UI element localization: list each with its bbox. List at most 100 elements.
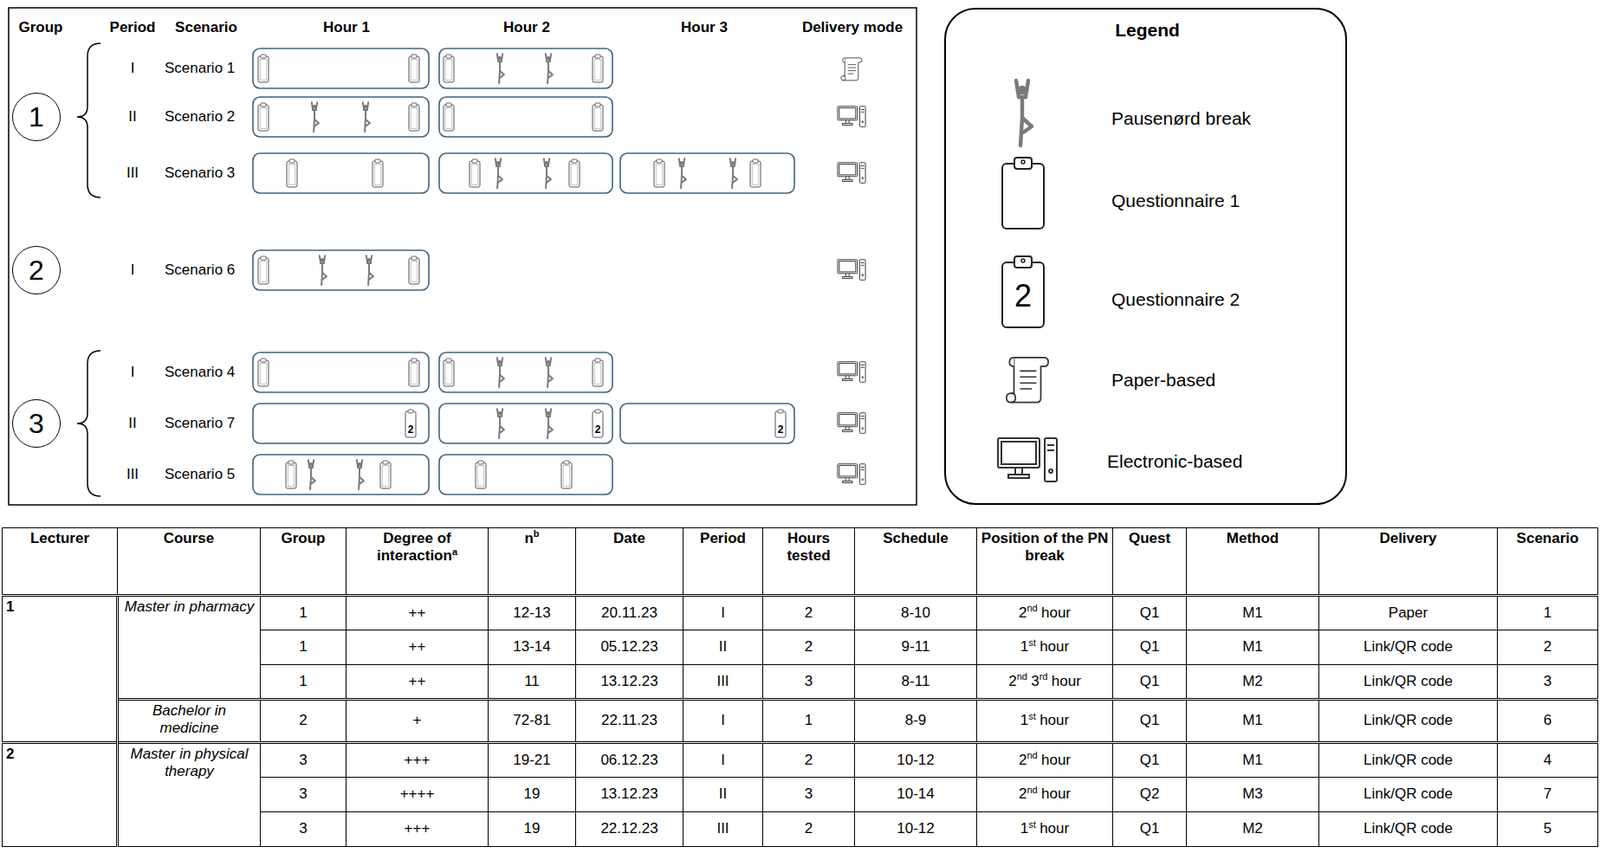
cell-text: Scenario: [1516, 530, 1580, 547]
header-cell: Quest: [1113, 528, 1187, 596]
cell-text: I: [720, 712, 726, 729]
table-cell: 06.12.23: [576, 743, 684, 778]
table-cell: Q1: [1113, 812, 1187, 848]
cell-text: 2: [804, 751, 813, 769]
break-icon: [497, 53, 505, 84]
table-cell: 6: [1497, 699, 1599, 744]
questionnaire-icon: [380, 460, 391, 489]
hour-box: [252, 153, 429, 194]
computer-icon: [837, 464, 866, 486]
computer-icon: [837, 362, 866, 383]
period-numeral: I: [130, 59, 136, 78]
cell-text: Link/QR code: [1363, 820, 1453, 837]
group-circle: 2: [12, 246, 61, 295]
questionnaire2-icon: [775, 409, 786, 438]
superscript: a: [452, 546, 458, 558]
header-cell: Hours tested: [763, 528, 856, 596]
legend-title: Legend: [1114, 19, 1180, 41]
table-cell: 2: [2, 743, 118, 848]
paper-icon: [841, 58, 862, 81]
superscript: b: [533, 528, 540, 539]
cell-text: 13-14: [512, 638, 551, 655]
break-icon: [366, 255, 374, 286]
legend-label: Questionnaire 2: [1111, 289, 1240, 311]
table-cell: 3: [763, 777, 856, 813]
table-cell: 20.11.23: [576, 595, 684, 631]
cell-text: +: [413, 712, 422, 729]
cell-text: +++: [404, 820, 431, 837]
legend-label: Questionnaire 1: [1111, 190, 1240, 212]
computer-icon: [837, 259, 866, 281]
table-cell: 3: [260, 777, 347, 813]
break-icon: [497, 357, 505, 388]
table-cell: 72-81: [488, 699, 577, 744]
cell-text: M1: [1242, 751, 1264, 769]
table-cell: 19: [488, 812, 577, 848]
group-circle: 1: [12, 92, 61, 142]
table-cell: M2: [1186, 812, 1320, 848]
questionnaire-icon: [592, 103, 603, 131]
cell-text: Q1: [1140, 673, 1160, 690]
cell-text: Link/QR code: [1363, 712, 1453, 729]
cell-text: M1: [1242, 638, 1264, 655]
table-cell: 3: [260, 812, 347, 848]
cell-text: I: [720, 604, 726, 622]
table-cell: I: [683, 595, 764, 631]
header-cell: Lecturer: [2, 528, 118, 596]
table-cell: Master in pharmacy: [117, 595, 261, 700]
table-cell: M1: [1186, 630, 1320, 666]
cell-text: 1: [6, 598, 14, 616]
questionnaire-number: 2: [1014, 280, 1032, 312]
cell-text: 3: [298, 785, 307, 803]
cell-text: 13.12.23: [600, 673, 658, 690]
table-row: 3++++1913.12.23II310-142ndhourQ2M3Link/Q…: [2, 777, 1599, 813]
group-circle: 3: [12, 399, 61, 448]
cell-text: II: [719, 785, 727, 803]
break-icon: [362, 102, 370, 132]
table-cell: 12-13: [488, 595, 577, 631]
questionnaire2-icon: [1002, 256, 1044, 328]
cell-text: +++: [404, 751, 431, 769]
break-icon: [495, 158, 503, 188]
superscript: st: [1028, 819, 1037, 830]
questionnaire2-icon: [405, 409, 416, 438]
table-cell: ++++: [346, 777, 489, 813]
cell-text: 12-13: [512, 604, 551, 622]
table-cell: Bachelor in medicine: [117, 699, 261, 744]
questionnaire2-icon: [592, 409, 603, 438]
table-cell: 2: [763, 743, 856, 778]
cell-text: Course: [163, 530, 215, 547]
table-cell: III: [683, 665, 764, 700]
table-cell: 5: [1497, 812, 1599, 848]
questionnaire-icon: [408, 54, 420, 83]
table-cell: 2: [763, 630, 856, 666]
computer-icon: [837, 106, 866, 128]
table-cell: 1sthour: [977, 699, 1114, 744]
questionnaire-icon: [592, 358, 603, 387]
cell-text: Period: [699, 530, 746, 547]
cell-text: 1: [298, 673, 307, 690]
header-cell: Period: [683, 528, 764, 596]
cell-text: Group: [281, 530, 326, 547]
break-icon: [311, 102, 319, 132]
table-cell: Q1: [1113, 665, 1187, 700]
cell-text: Delivery: [1379, 530, 1437, 547]
table-cell: 7: [1497, 777, 1599, 813]
header-cell: Group: [260, 528, 347, 596]
column-header: Hour 3: [680, 19, 728, 37]
cell-text: ++: [408, 604, 427, 622]
cell-text: Link/QR code: [1363, 638, 1453, 655]
table-cell: 2: [260, 699, 347, 744]
cell-text: ++: [408, 673, 427, 690]
superscript: nd: [1026, 750, 1037, 761]
cell-text: Q1: [1140, 638, 1160, 655]
table-cell: 2ndhour: [977, 595, 1114, 631]
cell-text: 22.11.23: [601, 712, 658, 729]
cell-text: hour: [1041, 604, 1071, 622]
table-cell: 13.12.23: [576, 777, 684, 813]
questionnaire-icon: [258, 358, 269, 387]
questionnaire-icon: [469, 159, 480, 188]
scenario-label: Scenario 3: [164, 164, 235, 182]
cell-text: 4: [1543, 751, 1552, 769]
table-row: LecturerCourseGroupDegree of interaction…: [2, 528, 1599, 596]
